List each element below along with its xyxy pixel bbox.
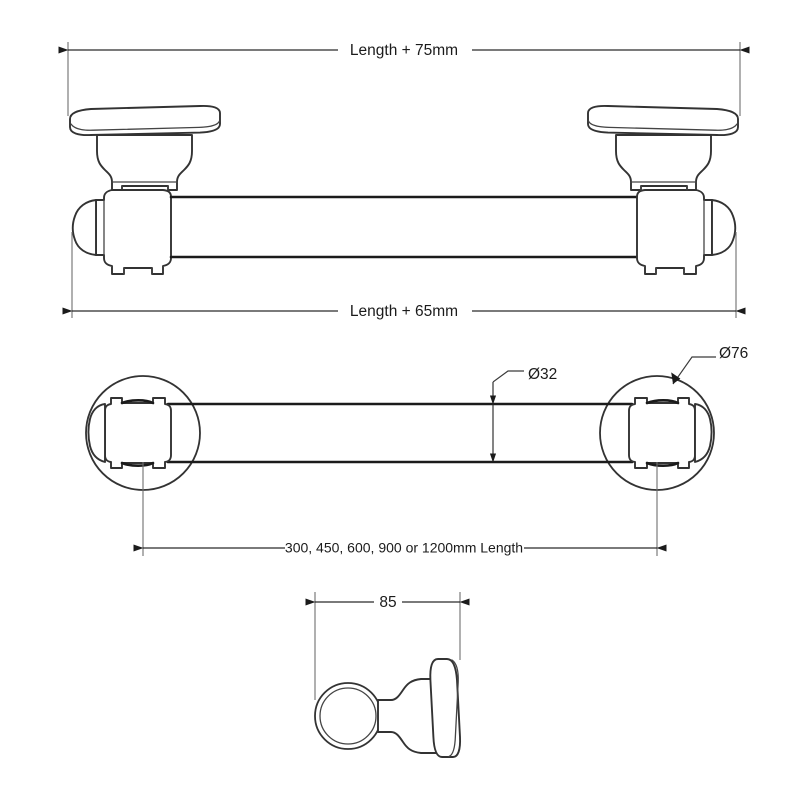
side-rail-section-outer — [314, 682, 382, 750]
dimension-label-rail-diameter: Ø32 — [528, 366, 557, 383]
plan-right-bracket-neck — [615, 134, 712, 191]
plan-rail-tube — [169, 195, 639, 259]
plan-right-wall-plate — [587, 104, 739, 137]
dimension-label-projection: 85 — [379, 594, 396, 611]
dimension-label-top-overall: Length + 75mm — [350, 42, 458, 59]
side-view-group — [314, 658, 462, 758]
dimension-label-flange-diameter: Ø76 — [719, 345, 748, 362]
dimension-length-plus-65: Length + 65mm — [62, 232, 746, 320]
front-view-group — [85, 375, 715, 491]
side-wall-plate — [429, 658, 462, 758]
dimension-length-plus-75: Length + 75mm — [58, 42, 750, 116]
plan-left-wall-plate — [69, 104, 221, 137]
dimension-projection: 85 — [305, 592, 470, 700]
dimension-label-length-options: 300, 450, 600, 900 or 1200mm Length — [285, 540, 523, 556]
front-rail-tube — [166, 402, 634, 464]
dimension-length-options: 300, 450, 600, 900 or 1200mm Length — [133, 462, 667, 556]
plan-view-group — [69, 104, 739, 275]
dimension-flange-diameter: Ø76 — [671, 345, 748, 385]
dimension-label-top-inner: Length + 65mm — [350, 303, 458, 320]
front-right-boss — [628, 397, 713, 469]
dimension-rail-diameter: Ø32 — [489, 366, 557, 463]
front-left-boss — [87, 397, 172, 469]
side-rail-section-inner — [319, 687, 377, 745]
plan-left-bracket-neck — [96, 134, 193, 191]
plan-left-rail-boss — [71, 189, 172, 275]
plan-right-rail-boss — [636, 189, 737, 275]
